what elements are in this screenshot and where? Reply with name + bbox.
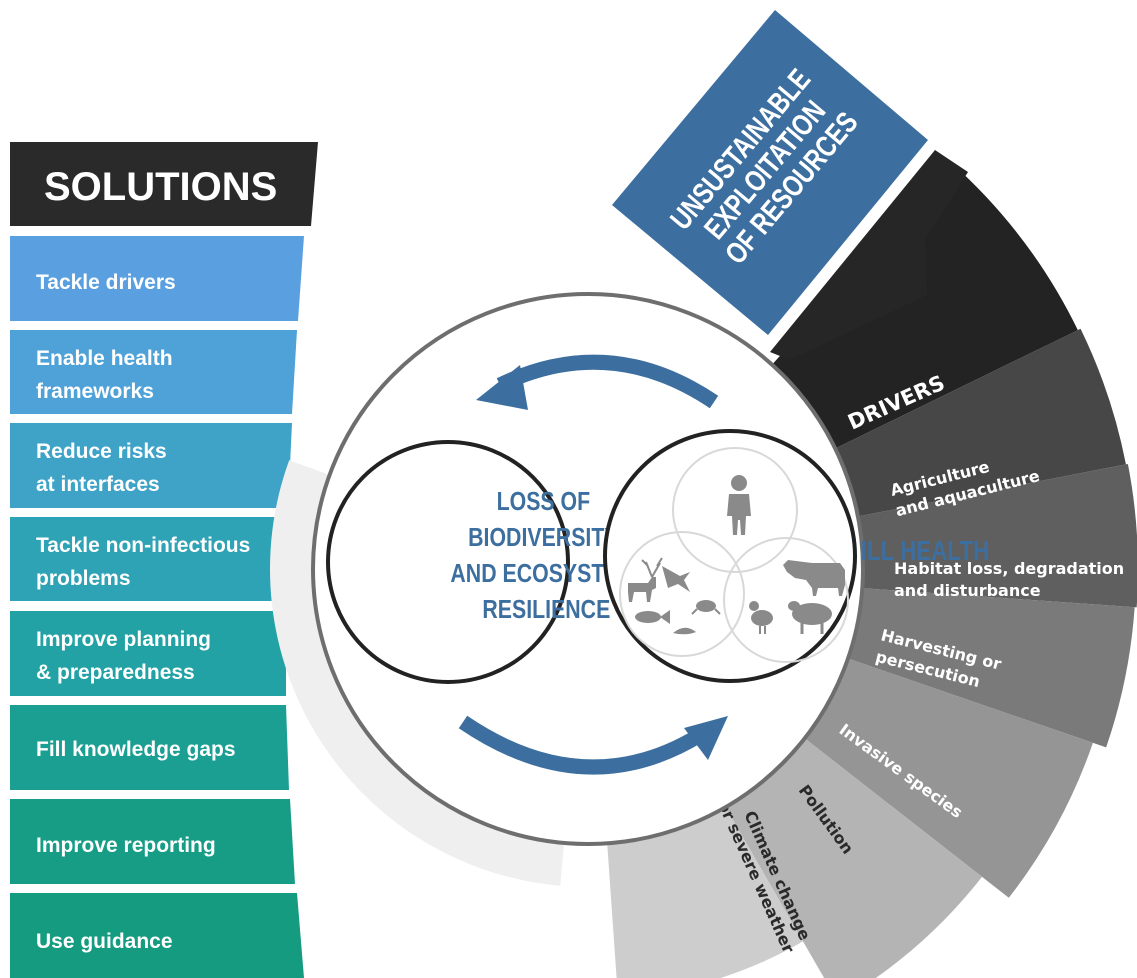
ill-health-label: ILL HEALTH	[861, 536, 990, 567]
solution-band	[10, 893, 304, 978]
solution-label: Tackle drivers	[36, 271, 176, 294]
exploitation-banner	[612, 10, 928, 335]
solution-item-use-guidance[interactable]: Use guidance	[10, 893, 304, 978]
solution-item-fill-knowledge-gaps[interactable]: Fill knowledge gaps	[10, 705, 289, 790]
driver-wedge-harvesting	[838, 587, 1135, 748]
solutions-header-banner	[10, 142, 318, 226]
bird-icon	[662, 566, 690, 592]
driver-wedge-invasive	[796, 655, 1093, 898]
solution-label: Use guidance	[36, 930, 173, 953]
solution-label: Reduce risks at interfaces	[36, 440, 173, 496]
solution-band	[10, 799, 295, 884]
driver-label-habitat-loss: Habitat loss, degradation and disturbanc…	[894, 559, 1130, 600]
exploitation-panel: UNSUSTAINABLE EXPLOITATION OF RESOURCES	[612, 10, 968, 360]
biodiversity-label: LOSS OF BIODIVERSITY AND ECOSYSTEM RESIL…	[450, 487, 642, 625]
cow-icon	[783, 560, 845, 596]
cycle-arrow-top	[476, 354, 719, 410]
sheep-icon	[788, 601, 832, 634]
exploitation-pointer	[770, 150, 968, 360]
solution-band	[10, 330, 297, 414]
silhouettes	[628, 475, 845, 635]
chicken-icon	[749, 601, 773, 634]
driver-wedge-habitat-loss	[848, 464, 1137, 608]
animal-venn-circle	[619, 531, 745, 657]
livestock-venn-circle	[723, 537, 849, 663]
solution-label: Fill knowledge gaps	[36, 738, 236, 761]
drivers-header-wedge	[765, 163, 1078, 453]
central-system: LOSS OF BIODIVERSITY AND ECOSYSTEM RESIL…	[311, 292, 990, 846]
solution-item-enable-health-frameworks[interactable]: Enable health frameworks	[10, 330, 297, 414]
driver-wedges	[270, 163, 1137, 978]
solution-band	[10, 236, 304, 321]
shrimp-icon	[673, 627, 696, 635]
fish-icon	[635, 610, 670, 624]
solution-label: Improve reporting	[36, 834, 216, 857]
frog-icon	[691, 600, 721, 615]
solution-label: Tackle non-infectious problems	[36, 534, 256, 590]
cycle-arrow-bottom	[458, 715, 728, 775]
solution-label: Enable health frameworks	[36, 347, 178, 403]
driver-wedge-agriculture	[826, 328, 1126, 519]
solution-item-reduce-risks[interactable]: Reduce risks at interfaces	[10, 423, 292, 508]
solution-band	[10, 611, 286, 696]
solution-item-improve-planning[interactable]: Improve planning & preparedness	[10, 611, 286, 696]
solutions-panel: SOLUTIONS Tackle drivers Enable health f…	[10, 142, 318, 978]
solution-band	[10, 517, 288, 601]
solution-item-tackle-non-infectious[interactable]: Tackle non-infectious problems	[10, 517, 288, 601]
driver-wedge-pollution	[720, 732, 983, 978]
solution-item-improve-reporting[interactable]: Improve reporting	[10, 799, 295, 884]
driver-wedge-climate	[606, 798, 803, 978]
solution-band	[10, 705, 289, 790]
solution-band	[10, 423, 292, 508]
solutions-header: SOLUTIONS	[44, 165, 277, 209]
solution-label: Improve planning & preparedness	[36, 628, 217, 684]
deer-icon	[628, 557, 663, 602]
biodiversity-circle	[326, 440, 570, 684]
driver-backdrop-wedge	[270, 460, 565, 886]
solution-item-tackle-drivers[interactable]: Tackle drivers	[10, 236, 304, 321]
human-icon	[727, 475, 751, 535]
human-venn-circle	[672, 447, 798, 573]
